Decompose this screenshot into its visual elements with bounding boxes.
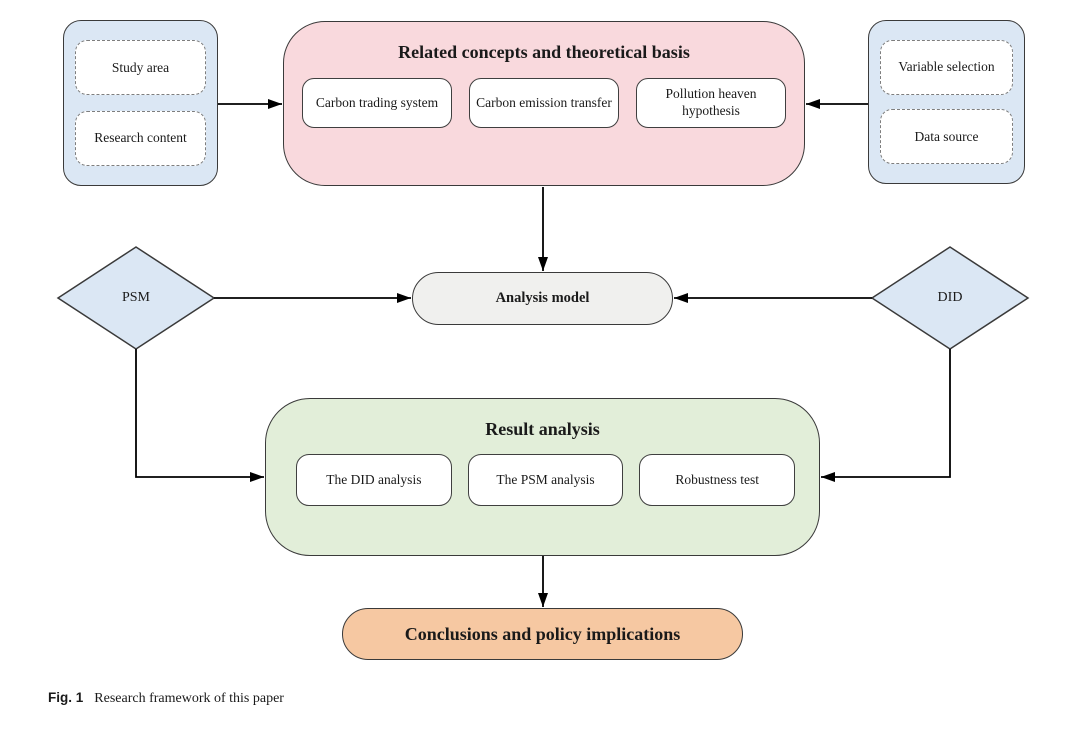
concepts-panel: Related concepts and theoretical basis C… <box>283 21 805 186</box>
did-label: DID <box>937 290 963 305</box>
conclusions-label: Conclusions and policy implications <box>404 623 681 644</box>
left-input-group: Study area Research content <box>63 20 218 186</box>
robustness-test-label: Robustness test <box>675 471 759 487</box>
results-panel: Result analysis The DID analysis The PSM… <box>265 398 820 556</box>
concepts-sub-row: Carbon trading system Carbon emission tr… <box>284 78 804 128</box>
data-source-label: Data source <box>914 128 979 144</box>
psm-analysis-box: The PSM analysis <box>467 454 624 506</box>
carbon-emission-transfer-label: Carbon emission transfer <box>476 94 612 110</box>
pollution-heaven-hypothesis-label: Pollution heaven hypothesis <box>665 86 757 118</box>
caption-text: Research framework of this paper <box>94 691 284 706</box>
arrow-psm-to-results <box>135 349 264 482</box>
psm-label: PSM <box>121 290 151 305</box>
research-content-box: Research content <box>75 110 206 166</box>
study-area-label: Study area <box>111 59 170 75</box>
psm-analysis-label: The PSM analysis <box>496 471 595 487</box>
concepts-title: Related concepts and theoretical basis <box>398 42 690 62</box>
robustness-test-box: Robustness test <box>639 454 796 506</box>
data-source-box: Data source <box>880 109 1013 165</box>
caption-label: Fig. 1 <box>48 690 84 705</box>
analysis-model-pill: Analysis model <box>412 272 673 325</box>
right-input-group: Variable selection Data source <box>868 20 1025 184</box>
did-diamond <box>870 246 1030 350</box>
variable-selection-box: Variable selection <box>880 39 1013 95</box>
results-sub-row: The DID analysis The PSM analysis Robust… <box>266 454 819 506</box>
conclusions-pill: Conclusions and policy implications <box>342 608 743 660</box>
research-content-label: Research content <box>94 130 187 146</box>
figure-caption: Fig. 1 Research framework of this paper <box>48 690 284 707</box>
carbon-trading-system-box: Carbon trading system <box>302 78 452 128</box>
arrow-did-to-results <box>821 349 951 482</box>
did-analysis-label: The DID analysis <box>326 471 422 487</box>
study-area-box: Study area <box>75 40 206 96</box>
analysis-model-label: Analysis model <box>495 290 590 306</box>
results-title: Result analysis <box>485 419 600 439</box>
variable-selection-label: Variable selection <box>898 59 995 75</box>
pollution-heaven-hypothesis-box: Pollution heaven hypothesis <box>636 78 786 128</box>
carbon-emission-transfer-box: Carbon emission transfer <box>469 78 619 128</box>
did-analysis-box: The DID analysis <box>296 454 452 506</box>
carbon-trading-system-label: Carbon trading system <box>315 94 439 110</box>
